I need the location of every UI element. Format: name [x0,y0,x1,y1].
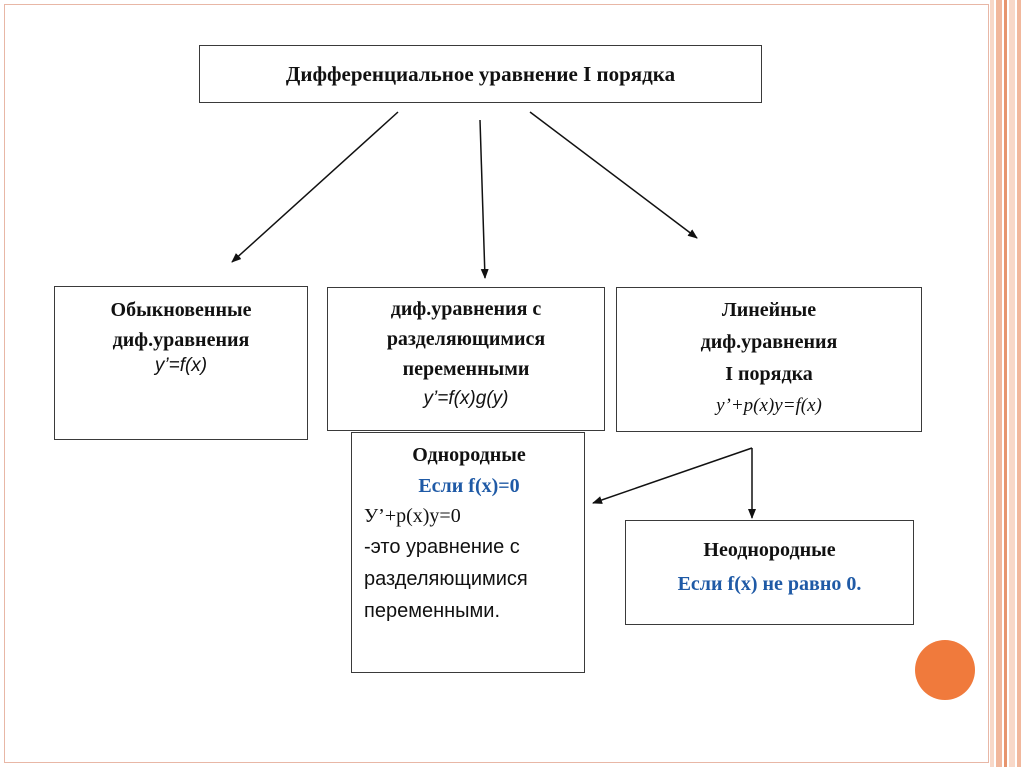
separable-box: диф.уравнения с разделяющимися переменны… [327,287,605,431]
homogeneous-box: Однородные Если f(x)=0 У’+р(х)у=0 -это у… [351,432,585,673]
separable-line2: разделяющимися [386,328,546,350]
arrow-to-linear [529,111,698,239]
diagram-title: Дифференциальное уравнение I порядка [285,61,676,86]
arrow-to-separable [479,119,489,279]
homogeneous-desc2: разделяющимися [364,568,528,590]
ordinary-formula: y’=f(x) [154,355,208,376]
linear-box: Линейные диф.уравнения I порядка y’+p(x)… [616,287,922,432]
homogeneous-desc1: -это уравнение с [364,536,520,558]
homogeneous-condition: Если f(x)=0 [418,475,520,497]
ordinary-line1: Обыкновенные [110,299,252,321]
decor-stripe [1004,0,1007,767]
ordinary-line2: диф.уравнения [112,329,250,351]
separable-formula: y’=f(x)g(y) [423,388,509,409]
inhomogeneous-condition: Если f(x) не равно 0. [677,573,862,595]
ordinary-box: Обыкновенные диф.уравнения y’=f(x) [54,286,308,440]
arrow-linear-branch [592,447,753,504]
separable-line3: переменными [402,358,530,380]
linear-line2: диф.уравнения [700,331,838,353]
linear-line1: Линейные [721,299,817,321]
linear-formula: y’+p(x)y=f(x) [716,395,822,416]
decor-stripe [996,0,1002,767]
decor-stripe [1009,0,1015,767]
homogeneous-equation: У’+р(х)у=0 [364,505,461,527]
separable-line1: диф.уравнения с [390,298,542,320]
inhomogeneous-title: Неоднородные [703,539,836,561]
slide-frame [4,4,989,763]
homogeneous-desc3: переменными. [364,600,501,622]
homogeneous-title: Однородные [412,444,526,466]
arrow-to-ordinary [231,111,399,263]
decor-stripe [990,0,994,767]
decor-stripe [1017,0,1021,767]
title-box: Дифференциальное уравнение I порядка [199,45,762,103]
linear-line3: I порядка [725,363,813,385]
inhomogeneous-box: Неоднородные Если f(x) не равно 0. [625,520,914,625]
decor-circle [915,640,975,700]
